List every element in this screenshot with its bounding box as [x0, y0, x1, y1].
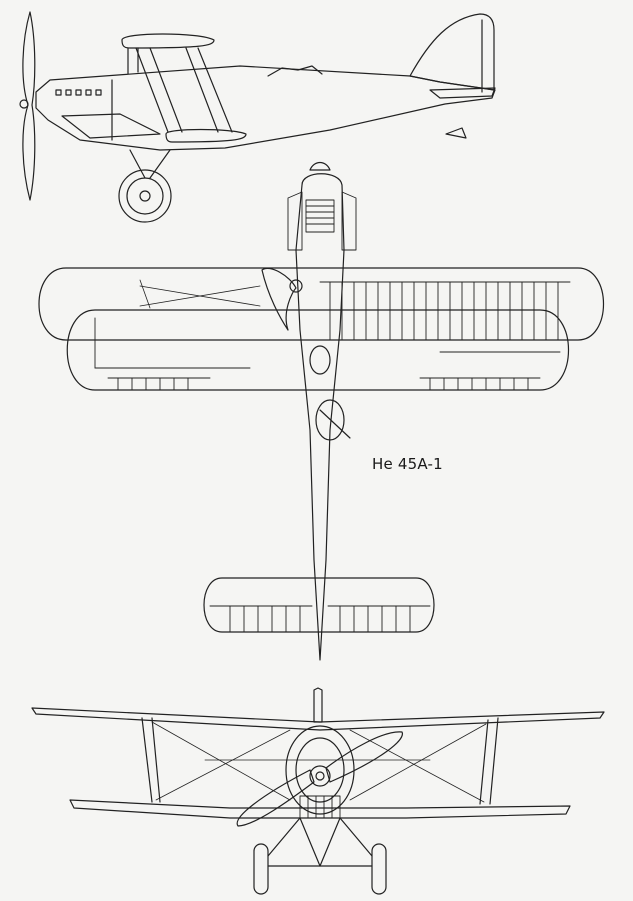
- side-interplane-struts: [127, 47, 233, 133]
- front-lower-wing: [69, 799, 571, 819]
- top-upper-wing: [38, 267, 605, 341]
- elevator-hinge-lines: [209, 605, 431, 633]
- front-propeller-blade-upper: [325, 731, 403, 783]
- side-wheel: [118, 169, 172, 223]
- lower-wing-ailerons: [94, 317, 561, 391]
- front-propeller-blade-lower: [236, 769, 315, 827]
- front-landing-gear: [253, 817, 387, 895]
- front-spinner: [309, 765, 331, 787]
- front-upper-wing: [31, 707, 605, 731]
- side-tailplane: [429, 87, 496, 99]
- side-upper-wing: [121, 33, 215, 49]
- aircraft-designation-label: He 45A-1: [372, 455, 443, 473]
- tail-skid: [445, 127, 467, 139]
- side-tail-fin: [409, 13, 495, 91]
- top-lower-wing: [66, 309, 569, 391]
- front-fin: [313, 687, 323, 723]
- top-bracing-wires: [139, 279, 261, 309]
- engine-exhaust-ports: [55, 89, 102, 96]
- side-spinner: [19, 99, 29, 109]
- top-tailplane: [203, 577, 435, 633]
- top-radiator: [287, 191, 357, 251]
- right-wheel: [371, 843, 387, 895]
- side-propeller: [22, 11, 36, 201]
- front-bracing-wires: [151, 721, 487, 803]
- side-lower-wing: [165, 128, 247, 143]
- front-radiator: [299, 795, 341, 819]
- side-cowl-panel: [61, 113, 161, 139]
- top-propeller: [261, 267, 297, 331]
- top-view: [38, 161, 605, 661]
- side-landing-gear: [118, 149, 172, 223]
- front-cockpit: [309, 345, 331, 375]
- side-rear-gun: [267, 65, 323, 77]
- front-struts: [141, 717, 499, 805]
- side-view: [19, 11, 496, 223]
- upper-wing-ribs: [319, 281, 571, 341]
- top-spinner: [309, 161, 331, 171]
- left-wheel: [253, 843, 269, 895]
- rear-cockpit: [315, 399, 345, 441]
- front-view: [31, 687, 605, 895]
- front-cowling: [285, 725, 355, 815]
- top-fuselage: [295, 173, 345, 661]
